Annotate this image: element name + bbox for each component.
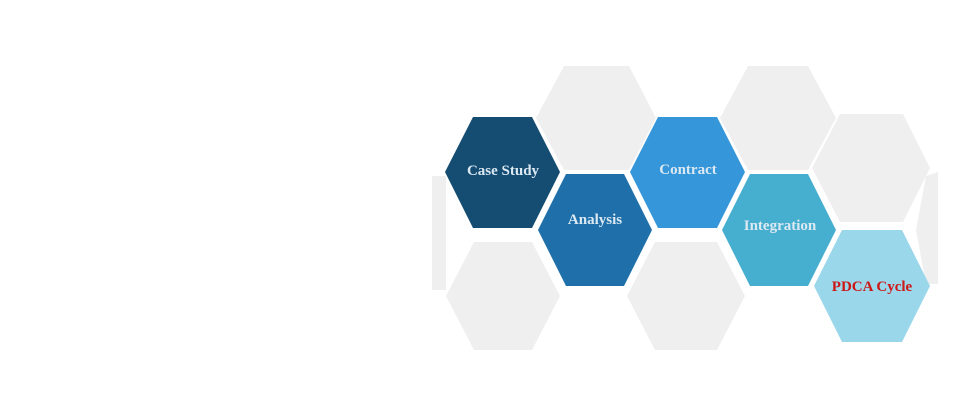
step-label: Contract	[659, 162, 716, 178]
step-analysis: Analysis	[538, 174, 652, 286]
step-label: Analysis	[568, 212, 622, 228]
step-contract: Contract	[630, 117, 745, 228]
placeholder-hexagon	[812, 114, 930, 222]
step-pdca-cycle: PDCA Cycle	[814, 230, 930, 342]
background-hexagons	[432, 66, 938, 350]
step-label: Integration	[744, 218, 817, 234]
step-hexagon	[814, 230, 930, 342]
step-case-study: Case Study	[445, 117, 560, 228]
placeholder-hexagon	[432, 176, 446, 290]
step-hexagon	[630, 117, 745, 228]
placeholder-hexagon	[446, 242, 560, 350]
step-integration: Integration	[722, 174, 836, 286]
placeholder-hexagon	[916, 172, 938, 284]
step-hexagon	[445, 117, 560, 228]
placeholder-hexagon	[720, 66, 836, 170]
step-label: PDCA Cycle	[832, 279, 913, 295]
step-hexagon	[722, 174, 836, 286]
placeholder-hexagon	[627, 242, 745, 350]
step-label: Case Study	[467, 163, 540, 179]
placeholder-hexagon	[536, 66, 656, 170]
step-hexagon	[538, 174, 652, 286]
